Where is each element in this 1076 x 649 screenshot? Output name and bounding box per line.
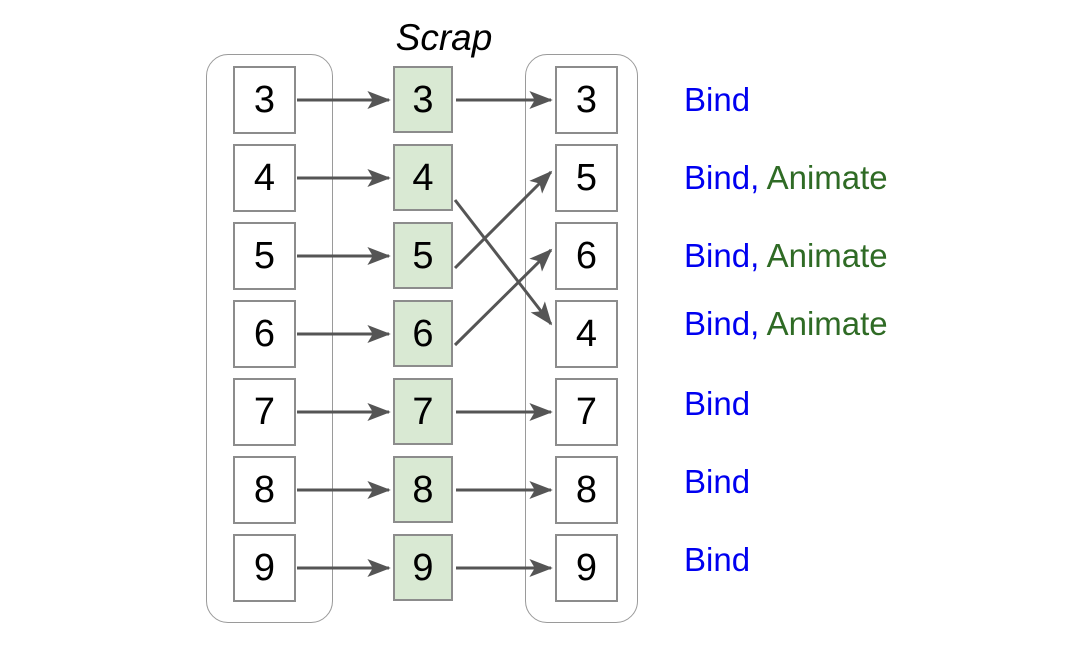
row-label-0: Bind bbox=[684, 82, 1064, 118]
target-list: 3 5 6 4 7 8 9 bbox=[555, 66, 618, 611]
target-item-6[interactable]: 9 bbox=[555, 534, 618, 602]
scrap-item-3[interactable]: 6 bbox=[393, 300, 453, 367]
row-label-1: Bind, Animate bbox=[684, 160, 1064, 196]
source-item-5[interactable]: 8 bbox=[233, 456, 296, 524]
row-label-2: Bind, Animate bbox=[684, 238, 1064, 274]
animate-label-3: Animate bbox=[766, 305, 888, 342]
bind-label-2: Bind bbox=[684, 237, 751, 274]
row-label-6: Bind bbox=[684, 542, 1064, 578]
bind-label-0: Bind bbox=[684, 81, 751, 118]
source-item-0[interactable]: 3 bbox=[233, 66, 296, 134]
scrap-item-0[interactable]: 3 bbox=[393, 66, 453, 133]
source-list: 3 4 5 6 7 8 9 bbox=[233, 66, 296, 611]
source-list-container bbox=[206, 54, 333, 623]
source-item-4[interactable]: 7 bbox=[233, 378, 296, 446]
scrap-item-2[interactable]: 5 bbox=[393, 222, 453, 289]
separator-3: , bbox=[750, 305, 767, 342]
animate-label-1: Animate bbox=[766, 159, 888, 196]
bind-label-1: Bind bbox=[684, 159, 751, 196]
scrap-item-5[interactable]: 8 bbox=[393, 456, 453, 523]
source-item-3[interactable]: 6 bbox=[233, 300, 296, 368]
bind-label-6: Bind bbox=[684, 541, 751, 578]
scrap-item-6[interactable]: 9 bbox=[393, 534, 453, 601]
scrap-item-1[interactable]: 4 bbox=[393, 144, 453, 211]
target-item-0[interactable]: 3 bbox=[555, 66, 618, 134]
target-item-3[interactable]: 4 bbox=[555, 300, 618, 368]
source-item-2[interactable]: 5 bbox=[233, 222, 296, 290]
source-item-6[interactable]: 9 bbox=[233, 534, 296, 602]
bind-label-5: Bind bbox=[684, 463, 751, 500]
bind-label-4: Bind bbox=[684, 385, 751, 422]
bind-label-3: Bind bbox=[684, 305, 751, 342]
animate-label-2: Animate bbox=[766, 237, 888, 274]
target-item-2[interactable]: 6 bbox=[555, 222, 618, 290]
row-label-5: Bind bbox=[684, 464, 1064, 500]
separator-1: , bbox=[750, 159, 767, 196]
separator-2: , bbox=[750, 237, 767, 274]
target-item-1[interactable]: 5 bbox=[555, 144, 618, 212]
scrap-list: 3 4 5 6 7 8 9 bbox=[393, 66, 453, 611]
target-item-4[interactable]: 7 bbox=[555, 378, 618, 446]
row-label-3: Bind, Animate bbox=[684, 306, 1064, 342]
source-item-1[interactable]: 4 bbox=[233, 144, 296, 212]
target-item-5[interactable]: 8 bbox=[555, 456, 618, 524]
scrap-title: Scrap bbox=[395, 17, 493, 58]
scrap-item-4[interactable]: 7 bbox=[393, 378, 453, 445]
row-label-4: Bind bbox=[684, 386, 1064, 422]
